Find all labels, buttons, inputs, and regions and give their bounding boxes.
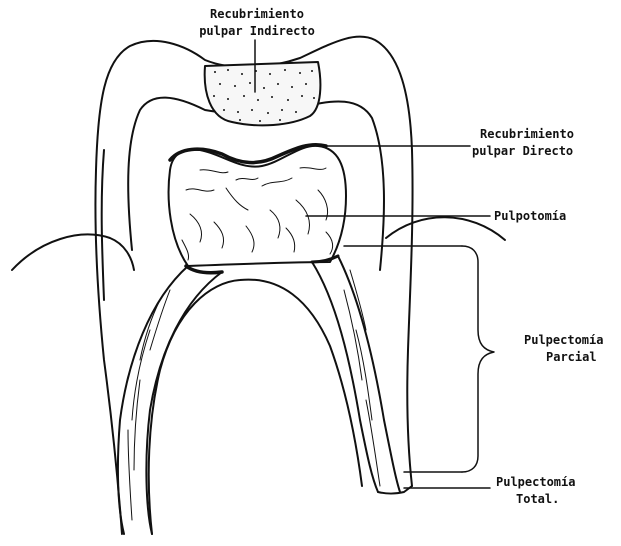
label-total-pulpectomy: Pulpectomía Total. <box>496 474 575 508</box>
right-root-pulp-texture <box>344 270 380 486</box>
label-direct-line2: pulpar Directo <box>472 143 574 160</box>
label-indirect-line2: pulpar Indirecto <box>188 23 326 40</box>
label-partial-pulpectomy: Pulpectomía Parcial <box>524 332 603 366</box>
label-indirect-line1: Recubrimiento <box>188 6 326 23</box>
pulpotomy-cut-line <box>186 266 222 273</box>
label-indirect-capping: Recubrimiento pulpar Indirecto <box>188 6 326 40</box>
right-root-tip <box>378 486 412 494</box>
label-total-line2: Total. <box>496 491 575 508</box>
pulp-texture <box>182 168 333 260</box>
pulpotomy-cut-line-right <box>312 256 338 262</box>
label-direct-line1: Recubrimiento <box>472 126 574 143</box>
gum-line-left <box>12 235 134 270</box>
indirect-capping-cavity <box>205 62 321 125</box>
label-pulpotomy: Pulpotomía <box>494 208 566 225</box>
label-direct-capping: Recubrimiento pulpar Directo <box>472 126 574 160</box>
partial-bracket <box>462 246 494 472</box>
label-total-line1: Pulpectomía <box>496 474 575 491</box>
direct-capping-line <box>170 145 326 163</box>
right-root-canal-outer <box>338 256 400 492</box>
left-crown-edge <box>102 150 104 300</box>
left-root-canal-inner <box>146 272 222 534</box>
label-partial-line1: Pulpectomía <box>524 332 603 349</box>
gum-line-right <box>386 217 505 240</box>
right-root-canal-inner <box>312 262 378 492</box>
left-root-canal-outer <box>118 266 188 534</box>
label-partial-line2: Parcial <box>524 349 603 366</box>
